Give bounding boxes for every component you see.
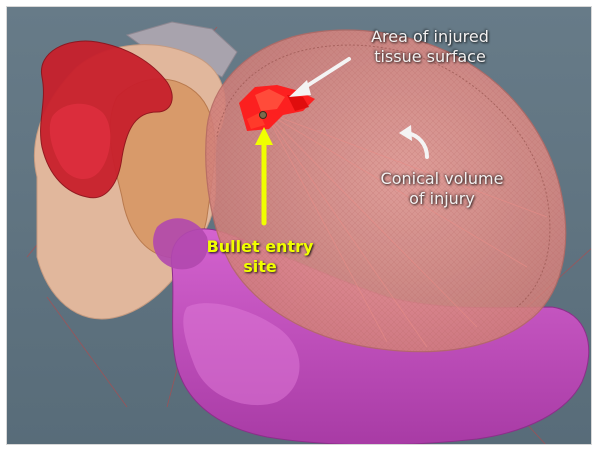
label-conical-volume: Conical volume of injury: [367, 169, 517, 209]
label-conical-line2: of injury: [367, 189, 517, 209]
label-injured-tissue-surface: Area of injured tissue surface: [355, 27, 505, 67]
label-bullet-line1: Bullet entry: [205, 237, 315, 257]
label-bullet-line2: site: [205, 257, 315, 277]
image-frame: Area of injured tissue surface Conical v…: [6, 6, 592, 445]
label-injured-line1: Area of injured: [355, 27, 505, 47]
label-bullet-entry-site: Bullet entry site: [205, 237, 315, 277]
bullet-entry-point: [260, 112, 267, 119]
heart-3d-render: [7, 7, 592, 445]
label-conical-line1: Conical volume: [367, 169, 517, 189]
label-injured-line2: tissue surface: [355, 47, 505, 67]
